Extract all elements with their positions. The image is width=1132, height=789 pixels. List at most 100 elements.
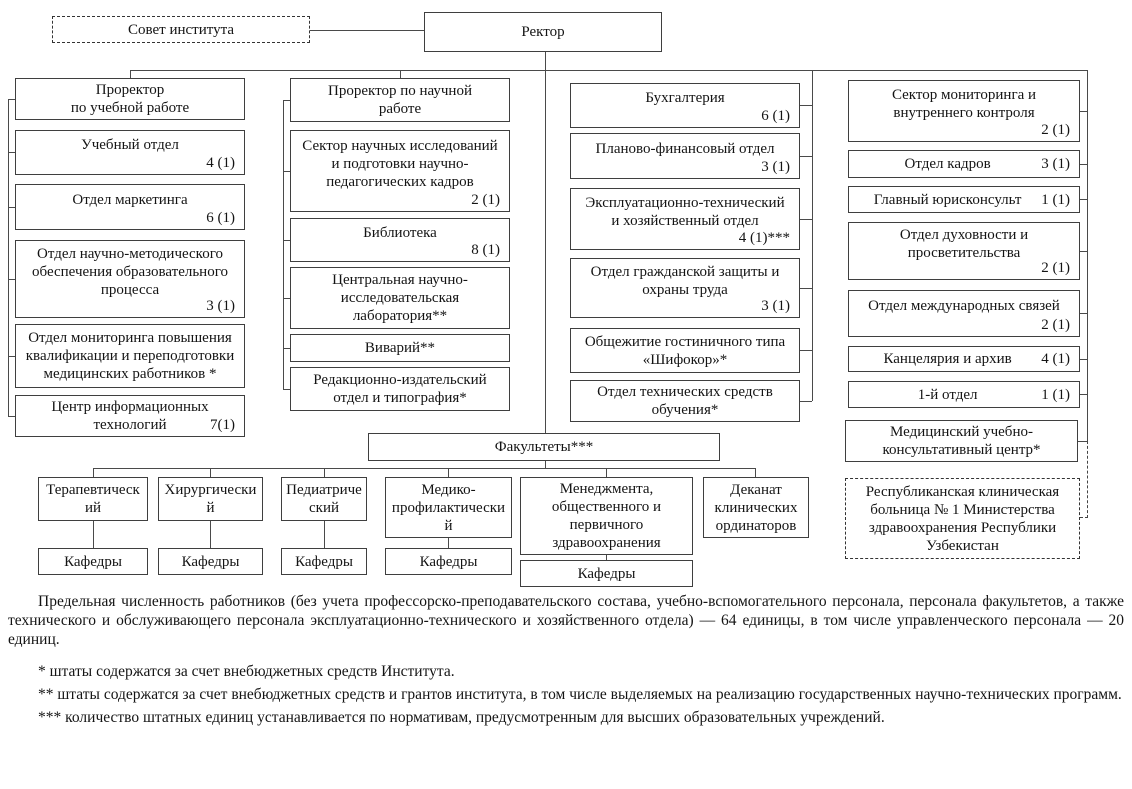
- council-box: Совет института: [52, 16, 310, 43]
- internal-control-sector-box: Сектор мониторинга и внутреннего контрол…: [848, 80, 1080, 142]
- international-relations-dept-box: Отдел международных связей 2 (1): [848, 290, 1080, 337]
- box-label: Сектор мониторинга и внутреннего контрол…: [891, 86, 1037, 121]
- teaching-aids-dept-box: Отдел технических средств обучения*: [570, 380, 800, 422]
- box-label: Проректор по научной работе: [328, 83, 472, 117]
- connector: [8, 279, 15, 280]
- vice-rector-science-box: Проректор по научной работе: [290, 78, 510, 122]
- connector: [800, 105, 812, 106]
- connector: [1080, 164, 1087, 165]
- box-label: Отдел гражданской защиты и охраны труда: [590, 263, 780, 298]
- connector: [283, 171, 290, 172]
- faculty-therapeutic-box: Терапевтическ ий: [38, 477, 148, 521]
- connector: [283, 100, 290, 101]
- box-label: Отдел кадров: [904, 156, 991, 172]
- faculty-surgical-box: Хирургически й: [158, 477, 263, 521]
- box-label: Канцелярия и архив: [883, 351, 1012, 367]
- box-label: Отдел международных связей: [868, 298, 1060, 314]
- connector: [8, 416, 15, 417]
- connector: [606, 555, 607, 560]
- box-label: Отдел духовности и просветительства: [899, 226, 1029, 261]
- planning-finance-dept-box: Планово-финансовый отдел 3 (1): [570, 133, 800, 179]
- box-label: Сектор научных исследований и подготовки…: [302, 137, 498, 190]
- box-label: Проректор по учебной работе: [70, 82, 190, 116]
- connector: [448, 538, 449, 548]
- connector: [93, 468, 94, 477]
- connector: [130, 70, 1087, 71]
- box-label: Эксплуатационно-технический и хозяйствен…: [585, 194, 785, 229]
- publishing-dept-box: Редакционно-издательский отдел и типогра…: [290, 367, 510, 411]
- connector: [310, 30, 424, 31]
- connector: [283, 240, 290, 241]
- box-count: 2 (1): [1041, 260, 1070, 276]
- connector: [1080, 251, 1087, 252]
- vivarium-box: Виварий**: [290, 334, 510, 362]
- connector: [606, 468, 607, 477]
- deans-office-residents-box: Деканат клинических ординаторов: [703, 477, 809, 538]
- connector: [812, 70, 813, 401]
- connector: [210, 468, 211, 477]
- connector: [1078, 441, 1087, 442]
- connector: [93, 468, 756, 469]
- spirituality-dept-box: Отдел духовности и просветительства 2 (1…: [848, 222, 1080, 280]
- box-label: Менеджмента, общественного и первичного …: [551, 481, 662, 551]
- box-label: Кафедры: [181, 553, 240, 570]
- faculty-pediatric-box: Педиатриче ский: [281, 477, 367, 521]
- box-label: 1-й отдел: [917, 386, 978, 403]
- connector: [545, 461, 546, 468]
- connector: [1080, 359, 1087, 360]
- footnote-2: ** штаты содержатся за счет внебюджетных…: [38, 686, 1122, 703]
- connector: [1080, 199, 1087, 200]
- hr-dept-box: Отдел кадров 3 (1): [848, 150, 1080, 178]
- departments-box-2: Кафедры: [158, 548, 263, 575]
- council-label: Совет института: [127, 21, 234, 38]
- box-count: 6 (1): [761, 108, 790, 124]
- connector: [1080, 111, 1087, 112]
- box-label: Учебный отдел: [81, 137, 179, 153]
- box-label: Центр информационных технологий: [51, 399, 209, 433]
- box-count: 4 (1): [206, 155, 235, 171]
- it-center-box: Центр информационных технологий 7(1): [15, 395, 245, 437]
- departments-box-4: Кафедры: [385, 548, 512, 575]
- maintenance-dept-box: Эксплуатационно-технический и хозяйствен…: [570, 188, 800, 250]
- connector: [800, 288, 812, 289]
- monitoring-retraining-dept-box: Отдел мониторинга повышения квалификации…: [15, 324, 245, 388]
- box-label: Отдел мониторинга повышения квалификации…: [25, 330, 235, 382]
- dashed-connector: [1080, 517, 1088, 518]
- connector: [8, 99, 9, 416]
- box-label: Кафедры: [295, 553, 353, 570]
- vice-rector-academic-box: Проректор по учебной работе: [15, 78, 245, 120]
- faculties-box: Факультеты***: [368, 433, 720, 461]
- faculty-preventive-medicine-box: Медико- профилактически й: [385, 477, 512, 538]
- box-count: 4 (1): [1041, 351, 1070, 367]
- box-label: Отдел научно-методического обеспечения о…: [32, 245, 228, 298]
- box-label: Педиатриче ский: [286, 482, 362, 516]
- rector-label: Ректор: [521, 24, 565, 40]
- connector: [130, 70, 131, 78]
- republican-hospital-box: Республиканская клиническая больница № 1…: [845, 478, 1080, 559]
- library-box: Библиотека 8 (1): [290, 218, 510, 262]
- connector: [283, 389, 290, 390]
- central-lab-box: Центральная научно- исследовательская ла…: [290, 267, 510, 329]
- connector: [448, 468, 449, 477]
- box-count: 8 (1): [471, 242, 500, 258]
- box-label: Планово-финансовый отдел: [595, 140, 775, 157]
- box-label: Кафедры: [419, 553, 478, 570]
- box-count: 3 (1): [206, 298, 235, 314]
- academic-dept-box: Учебный отдел 4 (1): [15, 130, 245, 175]
- first-dept-box: 1-й отдел 1 (1): [848, 381, 1080, 408]
- connector: [8, 152, 15, 153]
- research-sector-box: Сектор научных исследований и подготовки…: [290, 130, 510, 212]
- connector: [545, 52, 546, 433]
- box-label: Кафедры: [64, 553, 122, 570]
- box-count: 4 (1)***: [738, 230, 790, 246]
- box-label: Хирургически й: [164, 482, 257, 516]
- notes-block: Предельная численность работников (без у…: [8, 592, 1124, 731]
- connector: [800, 401, 812, 402]
- box-label: Бухгалтерия: [645, 90, 725, 106]
- connector: [283, 298, 290, 299]
- footnote-3: *** количество штатных единиц устанавлив…: [38, 709, 885, 726]
- dormitory-box: Общежитие гостиничного типа «Шифокор»*: [570, 328, 800, 373]
- box-label: Медико- профилактически й: [391, 481, 506, 534]
- connector: [800, 219, 812, 220]
